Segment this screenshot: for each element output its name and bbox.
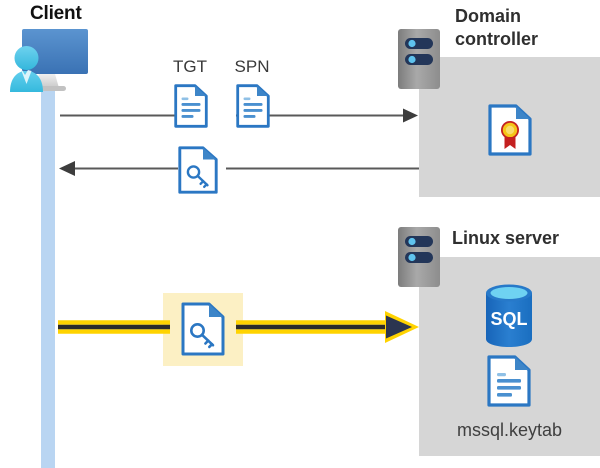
tgt-document-icon	[174, 84, 208, 128]
response-key-document-icon	[178, 146, 218, 194]
sql-database-icon: SQL	[481, 283, 537, 349]
message-authenticate-arrow	[58, 311, 419, 343]
keytab-document-icon	[487, 355, 531, 407]
tgt-label: TGT	[173, 57, 207, 76]
domain-controller-server-icon	[397, 28, 441, 90]
user-at-computer-icon	[6, 27, 90, 97]
keytab-filename-label: mssql.keytab	[456, 420, 563, 440]
certificate-document-icon	[488, 104, 532, 156]
message-request-arrow	[60, 108, 418, 123]
spn-label: SPN	[234, 57, 270, 76]
authenticate-key-document-icon	[181, 302, 225, 356]
client-lifeline	[41, 84, 55, 468]
linux-server-title: Linux server	[452, 228, 560, 248]
client-title: Client	[30, 3, 82, 24]
domain-controller-title: Domain controller	[455, 6, 539, 49]
linux-server-server-icon	[397, 226, 441, 288]
message-response-arrow	[59, 161, 419, 176]
svg-text:SQL: SQL	[490, 309, 527, 329]
spn-document-icon	[236, 84, 270, 128]
